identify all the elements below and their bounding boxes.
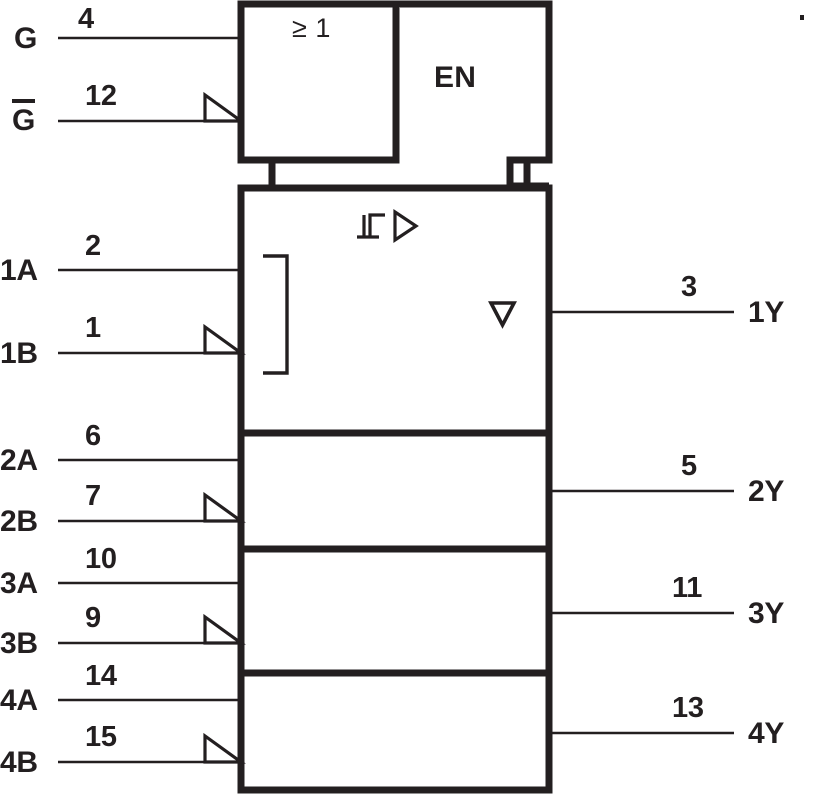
channel-1-wires [58, 268, 734, 355]
pin-number-7: 7 [85, 480, 101, 512]
pin-number-14: 14 [85, 660, 117, 692]
polarity-triangle-4B [203, 732, 246, 764]
signal-label-1B: 1B [0, 337, 38, 370]
or-gate-box [237, 0, 400, 164]
pin-number-5: 5 [681, 450, 697, 482]
signal-label-4A: 4A [0, 684, 38, 717]
signal-label-Gbar: G [12, 99, 35, 136]
pin-number-6: 6 [85, 420, 101, 452]
polarity-triangle-3B [203, 613, 246, 645]
pin-number-13: 13 [672, 692, 704, 724]
pin-number-9: 9 [85, 602, 101, 634]
tristate-triangle-icon [488, 301, 517, 329]
pin-number-11: 11 [672, 572, 703, 604]
polarity-triangle-1B [203, 323, 246, 355]
signal-label-1Y: 1Y [748, 296, 785, 329]
channel-4-wires [58, 698, 734, 764]
pin-number-3: 3 [681, 271, 697, 303]
signal-label-3Y: 3Y [748, 597, 785, 630]
signal-label-3A: 3A [0, 567, 38, 600]
input-group-bracket-icon [263, 254, 289, 375]
signal-label-2Y: 2Y [748, 475, 785, 508]
pin-number-4: 4 [78, 3, 94, 35]
polarity-triangle-2B [203, 491, 246, 523]
or-qualifier-label: ≥ 1 [292, 13, 331, 43]
ink-speck [800, 15, 804, 20]
signal-label-2B: 2B [0, 505, 38, 538]
channel-2-wires [58, 458, 734, 523]
pin-number-2: 2 [85, 230, 101, 262]
hysteresis-icon [357, 213, 385, 239]
pin-number-12: 12 [85, 80, 117, 112]
channel-dividers [244, 429, 546, 677]
channel-3-wires [58, 581, 734, 645]
pin-number-10: 10 [85, 543, 117, 575]
signal-label-1A: 1A [0, 254, 38, 287]
polarity-triangle-Gbar [203, 91, 246, 123]
signal-label-2A: 2A [0, 444, 38, 477]
enable-qualifier-label: EN [434, 61, 477, 94]
pin-number-1: 1 [85, 312, 101, 344]
signal-label-3B: 3B [0, 627, 38, 660]
overbar-Gbar: G [12, 99, 35, 136]
main-body-outline [237, 184, 553, 794]
control-block [237, 0, 553, 190]
signal-label-G: G [14, 22, 38, 55]
signal-label-4B: 4B [0, 746, 38, 779]
amplifier-triangle-icon [393, 209, 419, 243]
pin-number-15: 15 [85, 721, 117, 753]
signal-label-4Y: 4Y [748, 717, 785, 750]
